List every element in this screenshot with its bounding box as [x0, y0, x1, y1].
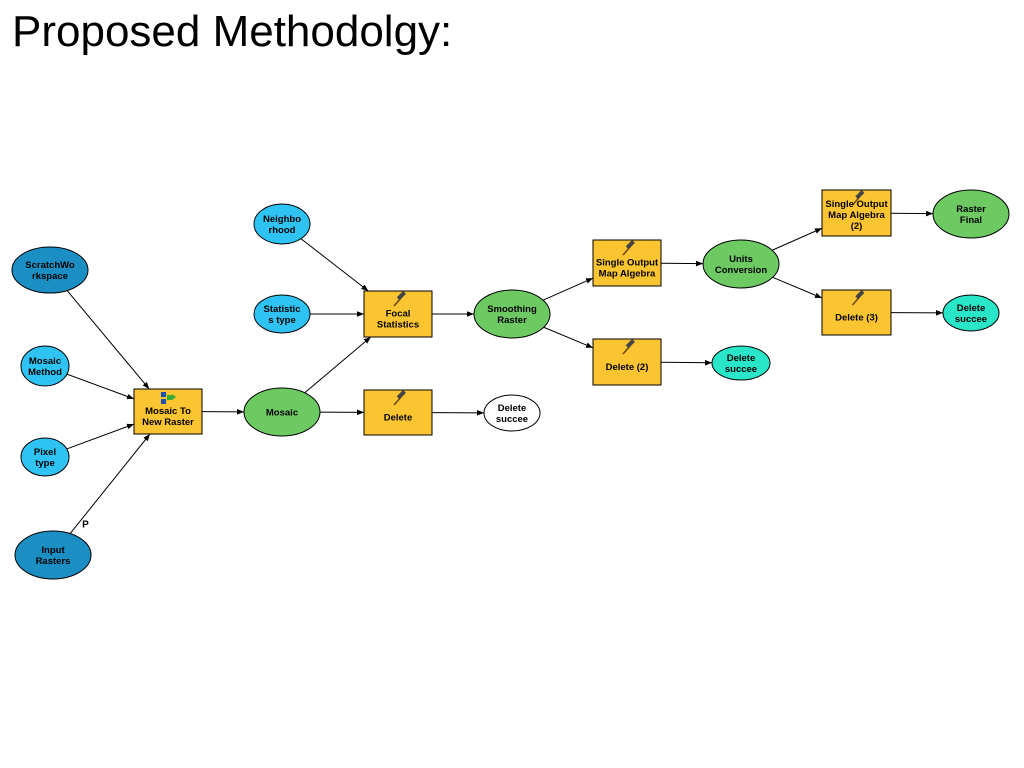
node-delete-3[interactable]: Delete (3) [821, 289, 892, 336]
node-label-line: rhood [269, 225, 296, 236]
node-label-line: Single Output [596, 258, 659, 269]
node-label-line: succee [496, 414, 528, 425]
node-label-line: Method [28, 367, 62, 378]
node-shape [133, 388, 203, 435]
edges-layer: P [66, 210, 944, 534]
node-label-line: Mosaic [29, 356, 61, 367]
node-label-line: Map Algebra [599, 269, 656, 280]
connector-pixel-type-to-mosaic-to-new-raster [66, 423, 135, 450]
node-shape [20, 437, 70, 477]
node-shape [821, 189, 892, 237]
node-label-line: Single Output [825, 199, 888, 210]
node-label-line: Delete [498, 403, 527, 414]
node-label-line: Mosaic To [145, 406, 191, 417]
hammer-icon [622, 240, 635, 256]
node-label-line: Input [41, 545, 65, 556]
node-mosaic[interactable]: Mosaic [243, 387, 321, 437]
hammer-icon [622, 339, 635, 355]
nodes-layer: ScratchWorkspaceMosaicMethodPixeltypeInp… [11, 189, 1010, 580]
node-label-line: Mosaic [266, 408, 298, 419]
connector-scratch-to-mosaic-to-new-raster [66, 290, 150, 390]
node-shape [253, 294, 311, 334]
node-delete[interactable]: Delete [363, 389, 433, 436]
node-label-line: Focal [386, 309, 411, 320]
connector-input-rasters-to-mosaic-to-new-raster [69, 433, 151, 534]
node-shape [14, 530, 92, 580]
node-shape [363, 290, 433, 338]
node-statistics-type[interactable]: Statistics type [253, 294, 311, 334]
node-shape [11, 246, 89, 294]
node-label-line: Delete [727, 353, 756, 364]
node-label-line: Smoothing [487, 304, 537, 315]
node-shape [702, 239, 780, 289]
node-shape [592, 239, 662, 287]
node-label-line: Final [960, 215, 982, 226]
hammer-icon [393, 390, 406, 406]
node-delete-2[interactable]: Delete (2) [592, 338, 662, 386]
page-title: Proposed Methodolgy: [12, 7, 453, 56]
node-label-line: type [35, 458, 55, 469]
connector-units-conversion-to-delete-3 [772, 276, 823, 299]
node-label-line: s type [268, 315, 295, 326]
node-label-line: Raster [956, 204, 986, 215]
connector-neighborhood-to-focal-statistics [300, 238, 369, 292]
node-label-line: (2) [851, 221, 863, 232]
node-label-line: Map Algebra [828, 210, 885, 221]
connector-mosaic-to-focal-statistics [304, 336, 372, 394]
node-shape [942, 294, 1000, 332]
connector-smoothing-raster-to-delete-2 [543, 326, 594, 349]
node-label-line: Statistic [264, 304, 301, 315]
node-label-line: Delete (3) [835, 313, 878, 324]
mosaic-tool-icon [161, 392, 176, 404]
node-label-line: succee [955, 314, 987, 325]
connector-label: P [82, 520, 89, 531]
node-shape [932, 189, 1010, 239]
connector-mosaic-method-to-mosaic-to-new-raster [66, 373, 135, 400]
node-label-line: Neighbo [263, 214, 301, 225]
node-shape [592, 338, 662, 386]
node-label-line: rkspace [32, 271, 68, 282]
node-shape [243, 387, 321, 437]
node-label-line: Delete [384, 413, 413, 424]
node-label-line: Statistics [377, 320, 419, 331]
hammer-icon [393, 291, 406, 307]
node-shape [711, 345, 771, 381]
node-label-line: New Raster [142, 417, 194, 428]
node-shape [473, 289, 551, 339]
connector-smoothing-raster-to-single-output-map-algebra [542, 277, 594, 301]
node-shape [20, 345, 70, 387]
node-label-line: ScratchWo [25, 260, 75, 271]
node-label-line: Rasters [36, 556, 71, 567]
node-label-line: Delete [957, 303, 986, 314]
hammer-icon [851, 190, 865, 206]
node-label-line: Units [729, 254, 753, 265]
node-label-line: Raster [497, 315, 527, 326]
node-label-line: Delete (2) [606, 362, 649, 373]
connector-units-conversion-to-single-output-map-algebra-2 [771, 227, 823, 251]
node-label-line: succee [725, 364, 757, 375]
node-shape [483, 394, 541, 432]
node-label-line: Pixel [34, 447, 56, 458]
node-shape [253, 203, 311, 245]
hammer-icon [851, 290, 865, 306]
node-label-line: Conversion [715, 265, 767, 276]
